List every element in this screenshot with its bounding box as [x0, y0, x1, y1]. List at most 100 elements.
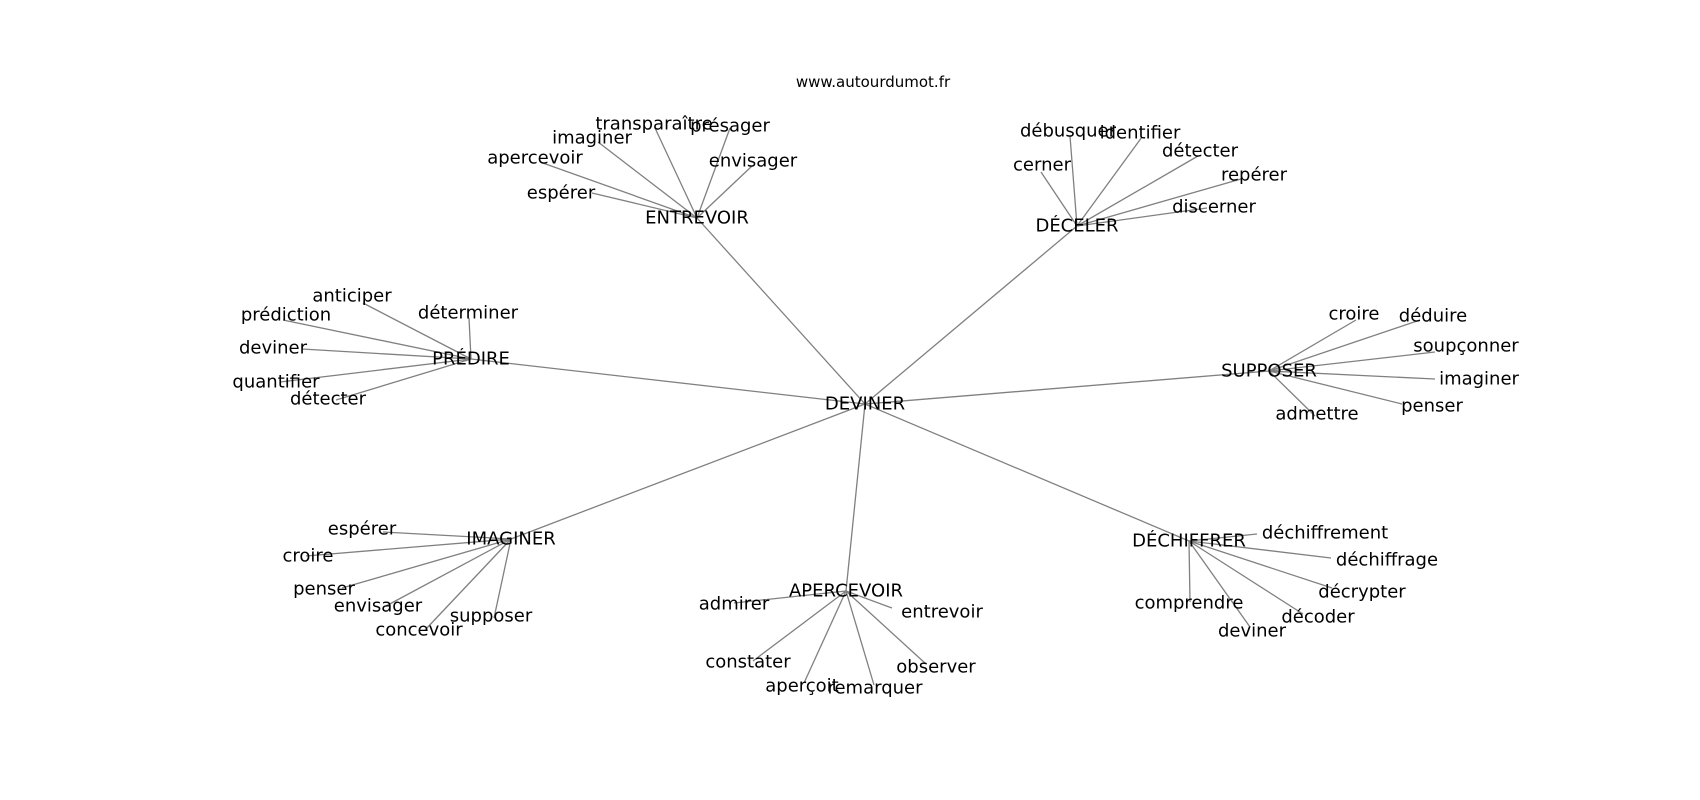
neighbor-word[interactable]: quantifier [232, 372, 320, 393]
edge-cluster-to-neighbor [1268, 319, 1421, 372]
neighbor-word[interactable]: déchiffrement [1262, 523, 1388, 544]
neighbor-word[interactable]: anticiper [312, 286, 392, 307]
edge-cluster-to-neighbor [845, 590, 927, 665]
neighbor-word[interactable]: décoder [1281, 607, 1355, 628]
edge-cluster-to-neighbor [1188, 540, 1191, 603]
neighbor-word[interactable]: espérer [328, 519, 397, 540]
edge-cluster-to-neighbor [597, 141, 698, 219]
edge-center-to-cluster [470, 358, 866, 405]
neighbor-word[interactable]: déterminer [418, 303, 519, 324]
neighbor-word[interactable]: constater [705, 652, 791, 673]
edge-cluster-to-neighbor [1069, 135, 1078, 227]
cluster-word[interactable]: SUPPOSER [1221, 361, 1317, 382]
neighbor-word[interactable]: détecter [290, 389, 367, 410]
cluster-word[interactable]: ENTREVOIR [645, 208, 749, 229]
edge-cluster-to-neighbor [1188, 540, 1332, 559]
neighbor-word[interactable]: croire [1329, 304, 1380, 325]
edge-cluster-to-neighbor [493, 538, 512, 619]
neighbor-word[interactable]: deviner [1218, 621, 1287, 642]
neighbor-word[interactable]: transparaître [595, 114, 712, 135]
neighbor-word[interactable]: déduire [1399, 306, 1467, 327]
neighbor-word[interactable]: imaginer [1439, 369, 1519, 390]
neighbor-word[interactable]: discerner [1172, 197, 1256, 218]
edge-cluster-to-neighbor [591, 192, 698, 219]
edge-cluster-to-neighbor [654, 127, 698, 219]
neighbor-word[interactable]: repérer [1221, 165, 1288, 186]
edge-cluster-to-neighbor [1188, 540, 1333, 589]
edge-cluster-to-neighbor [539, 161, 698, 219]
edge-cluster-to-neighbor [752, 590, 847, 662]
edge-cluster-to-neighbor [341, 538, 512, 589]
edge-cluster-to-neighbor [305, 538, 512, 557]
edge-cluster-to-neighbor [845, 590, 893, 609]
edge-cluster-to-neighbor [845, 590, 875, 686]
neighbor-word[interactable]: admirer [699, 594, 770, 615]
edge-cluster-to-neighbor [1268, 370, 1316, 417]
cluster-word[interactable]: DÉCHIFFRER [1132, 530, 1246, 552]
edge-cluster-to-neighbor [1076, 178, 1242, 227]
cluster-word[interactable]: DÉCELER [1035, 215, 1118, 237]
neighbor-word[interactable]: aperçoit [765, 676, 839, 697]
neighbor-word[interactable]: présager [690, 116, 770, 137]
neighbor-word[interactable]: remarquer [827, 678, 923, 699]
edge-cluster-to-neighbor [1268, 370, 1403, 405]
edge-cluster-to-neighbor [1268, 351, 1436, 372]
neighbor-word[interactable]: deviner [239, 338, 308, 359]
neighbor-word[interactable]: entrevoir [901, 602, 983, 623]
edge-cluster-to-neighbor [424, 538, 512, 631]
neighbor-word[interactable]: soupçonner [1413, 336, 1519, 357]
edge-center-to-cluster [864, 403, 1190, 542]
cluster-word[interactable]: APERCEVOIR [789, 581, 903, 602]
edge-cluster-to-neighbor [468, 317, 472, 360]
neighbor-word[interactable]: prédiction [241, 305, 331, 326]
edge-cluster-to-neighbor [382, 531, 512, 540]
edge-center-to-cluster [864, 370, 1270, 405]
cluster-word[interactable]: PRÉDIRE [432, 348, 510, 370]
neighbor-word[interactable]: envisager [709, 151, 798, 172]
edge-cluster-to-neighbor [803, 590, 847, 684]
neighbor-word[interactable]: débusquer [1020, 121, 1117, 142]
edge-cluster-to-neighbor [282, 319, 472, 360]
edge-cluster-to-neighbor [1076, 207, 1208, 227]
neighbor-word[interactable]: détecter [1162, 141, 1239, 162]
neighbor-word[interactable]: comprendre [1135, 593, 1244, 614]
neighbor-word[interactable]: concevoir [375, 620, 463, 641]
edge-cluster-to-neighbor [362, 302, 472, 360]
edge-cluster-to-neighbor [1040, 171, 1078, 227]
neighbor-word[interactable]: cerner [1013, 155, 1072, 176]
neighbor-word[interactable]: observer [896, 657, 976, 678]
neighbor-word[interactable]: apercevoir [487, 148, 583, 169]
edge-center-to-cluster [845, 403, 866, 592]
edge-cluster-to-neighbor [279, 358, 472, 383]
edge-center-to-cluster [696, 217, 866, 405]
edge-center-to-cluster [864, 225, 1078, 405]
neighbor-word[interactable]: espérer [527, 183, 596, 204]
edge-cluster-to-neighbor [335, 358, 472, 401]
neighbor-word[interactable]: déchiffrage [1336, 550, 1438, 571]
cluster-word[interactable]: IMAGINER [466, 529, 555, 550]
neighbor-word[interactable]: imaginer [552, 128, 632, 149]
edge-cluster-to-neighbor [1188, 540, 1251, 628]
neighbor-word[interactable]: croire [283, 546, 334, 567]
neighbor-word[interactable]: admettre [1275, 404, 1358, 425]
edge-cluster-to-neighbor [385, 538, 512, 607]
neighbor-word[interactable]: décrypter [1318, 582, 1406, 603]
edge-cluster-to-neighbor [733, 590, 847, 604]
neighbor-word[interactable]: envisager [334, 596, 423, 617]
neighbor-word[interactable]: penser [293, 579, 355, 600]
edge-cluster-to-neighbor [1188, 540, 1304, 615]
edge-cluster-to-neighbor [1268, 319, 1357, 372]
neighbor-word[interactable]: penser [1401, 396, 1463, 417]
labels-layer: DEVINERENTREVOIRespérerapercevoirimagine… [232, 114, 1519, 699]
neighbor-word[interactable]: supposer [450, 606, 533, 627]
center-word[interactable]: DEVINER [825, 394, 905, 415]
edge-cluster-to-neighbor [1076, 155, 1199, 227]
edge-cluster-to-neighbor [696, 127, 731, 219]
edge-center-to-cluster [510, 403, 866, 540]
edge-cluster-to-neighbor [1076, 136, 1143, 227]
edge-cluster-to-neighbor [1188, 533, 1258, 542]
neighbor-word[interactable]: identifier [1100, 123, 1181, 144]
edges-layer [279, 127, 1436, 686]
edge-cluster-to-neighbor [301, 348, 472, 360]
